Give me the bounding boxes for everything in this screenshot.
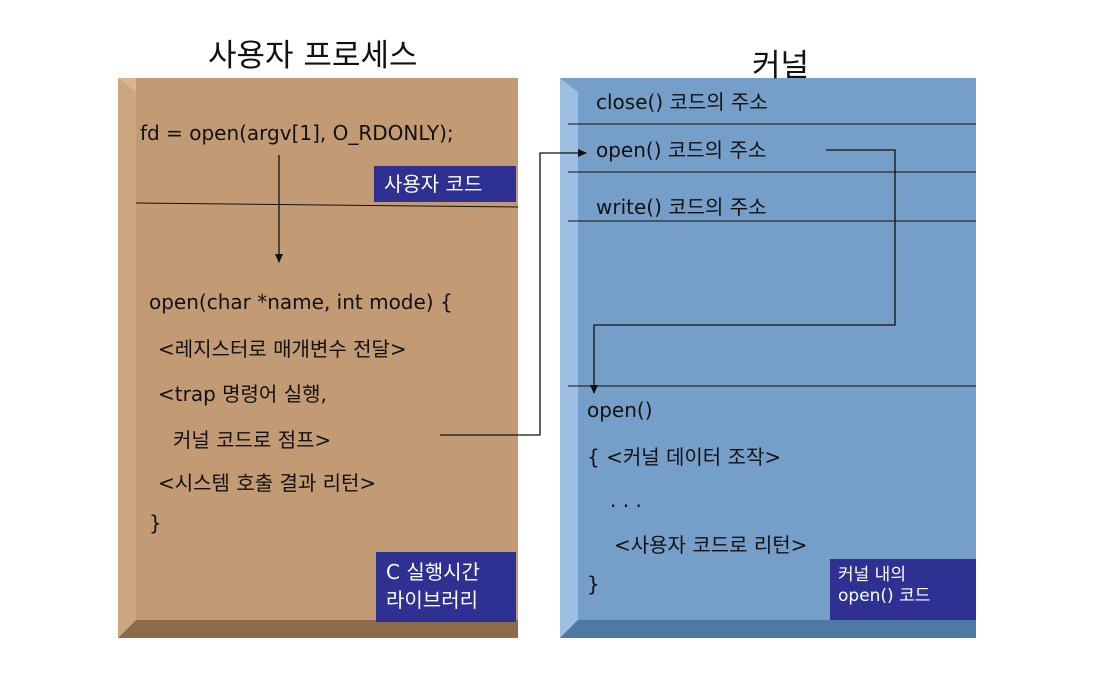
- runtime-library-label-line: 라이브러리: [386, 588, 478, 612]
- kernel-table-entry: close() 코드의 주소: [596, 90, 768, 114]
- kernel-table-entry: write() 코드의 주소: [596, 195, 767, 219]
- library-code-line: }: [149, 511, 162, 535]
- kernel-open-code-line: }: [587, 572, 600, 596]
- kernel-open-label-line: open() 코드: [838, 586, 931, 606]
- kernel-open-code-line: { <커널 데이터 조작>: [587, 445, 782, 469]
- kernel-box: [560, 78, 976, 638]
- kernel-open-code-line: open(): [587, 398, 653, 422]
- kernel-open-code-line: . . .: [610, 488, 642, 512]
- runtime-library-label: C 실행시간 라이브러리: [376, 552, 516, 622]
- open-call-line: fd = open(argv[1], O_RDONLY);: [140, 121, 454, 145]
- runtime-library-label-line: C 실행시간: [386, 560, 480, 584]
- dispatch-arrow: [590, 149, 896, 394]
- kernel-open-label: 커널 내의 open() 코드: [830, 559, 976, 620]
- library-code-line: <trap 명령어 실행,: [158, 382, 327, 406]
- library-code-line: 커널 코드로 점프>: [173, 428, 332, 452]
- kernel-open-code-line: <사용자 코드로 리턴>: [614, 533, 808, 557]
- library-code-line: open(char *name, int mode) {: [149, 290, 453, 314]
- library-code-line: <시스템 호출 결과 리턴>: [158, 471, 377, 495]
- kernel-open-label-line: 커널 내의: [838, 565, 906, 585]
- library-code-line: <레지스터로 매개변수 전달>: [158, 337, 407, 361]
- kernel-table-entry: open() 코드의 주소: [596, 138, 767, 162]
- trap-jump-arrow: [440, 149, 587, 436]
- user-code-label: 사용자 코드: [374, 166, 516, 202]
- user-divider-line: [135, 202, 519, 208]
- user-process-heading: 사용자 프로세스: [208, 38, 418, 74]
- kernel-heading: 커널: [752, 48, 810, 84]
